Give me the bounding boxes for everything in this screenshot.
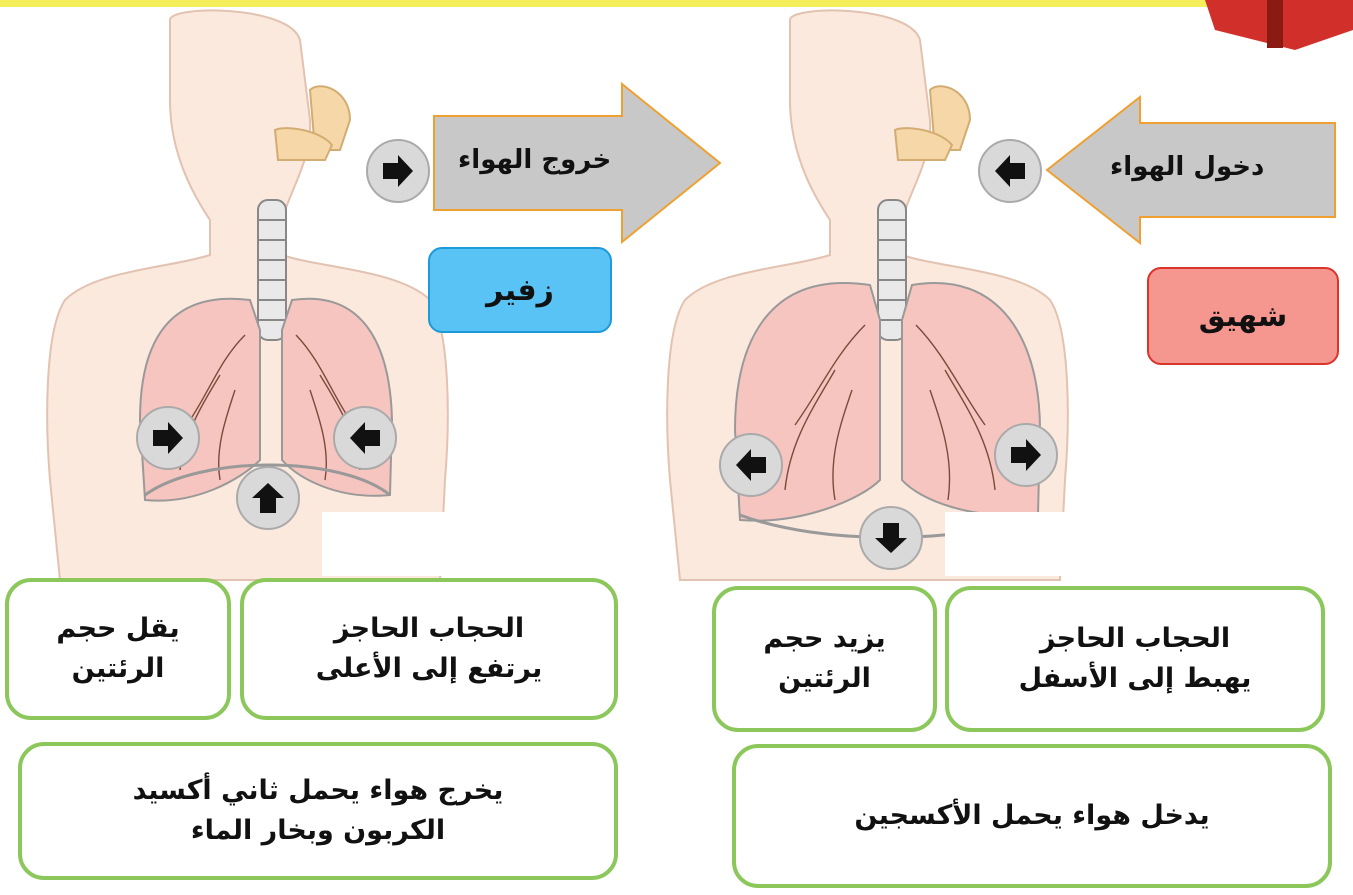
exhale-air-arrow-label: خروج الهواء: [458, 145, 611, 175]
exhale-diaphragm-line-2: يرتفع إلى الأعلى: [316, 649, 543, 690]
inhale-diaphragm-line-1: الحجاب الحاجز: [1040, 619, 1230, 660]
exhale-air-box: يخرج هواء يحمل ثاني أكسيد الكربون وبخار …: [18, 742, 618, 880]
exhale-title-badge: زفير: [428, 247, 612, 333]
inhale-lung-outward-left-arrow-icon: [718, 432, 784, 498]
exhale-air-line-2: الكربون وبخار الماء: [191, 811, 445, 852]
inhale-diaphragm-box: الحجاب الحاجز يهبط إلى الأسفل: [945, 586, 1325, 732]
label-cover: [945, 512, 1085, 576]
exhale-lungs-line-1: يقل حجم: [56, 609, 179, 650]
exhale-air-out-arrow-icon: [365, 138, 431, 204]
exhale-diaphragm-up-arrow-icon: [235, 465, 301, 531]
exhale-lungs-line-2: الرئتين: [72, 649, 165, 690]
inhale-lung-outward-right-arrow-icon: [993, 422, 1059, 488]
exhale-diaphragm-line-1: الحجاب الحاجز: [334, 609, 524, 650]
inhale-title-badge: شهيق: [1147, 267, 1339, 365]
label-cover: [322, 512, 492, 576]
inhale-air-in-arrow-icon: [977, 138, 1043, 204]
inhale-diaphragm-line-2: يهبط إلى الأسفل: [1019, 659, 1252, 700]
exhale-diaphragm-box: الحجاب الحاجز يرتفع إلى الأعلى: [240, 578, 618, 720]
exhale-lung-inward-arrow-icon: [135, 405, 201, 471]
exhale-lung-inward-left-arrow-icon: [332, 405, 398, 471]
inhale-air-box: يدخل هواء يحمل الأكسجين: [732, 744, 1332, 888]
exhale-air-line-1: يخرج هواء يحمل ثاني أكسيد: [133, 771, 504, 812]
inhale-lungs-box: يزيد حجم الرئتين: [712, 586, 937, 732]
inhale-air-line-1: يدخل هواء يحمل الأكسجين: [854, 796, 1209, 837]
inhale-lungs-line-1: يزيد حجم: [763, 619, 885, 660]
exhale-lungs-box: يقل حجم الرئتين: [5, 578, 231, 720]
book-corner-icon: [1205, 0, 1353, 50]
inhale-diaphragm-down-arrow-icon: [858, 505, 924, 571]
inhale-air-arrow-label: دخول الهواء: [1110, 152, 1264, 182]
inhale-lungs-line-2: الرئتين: [778, 659, 871, 700]
